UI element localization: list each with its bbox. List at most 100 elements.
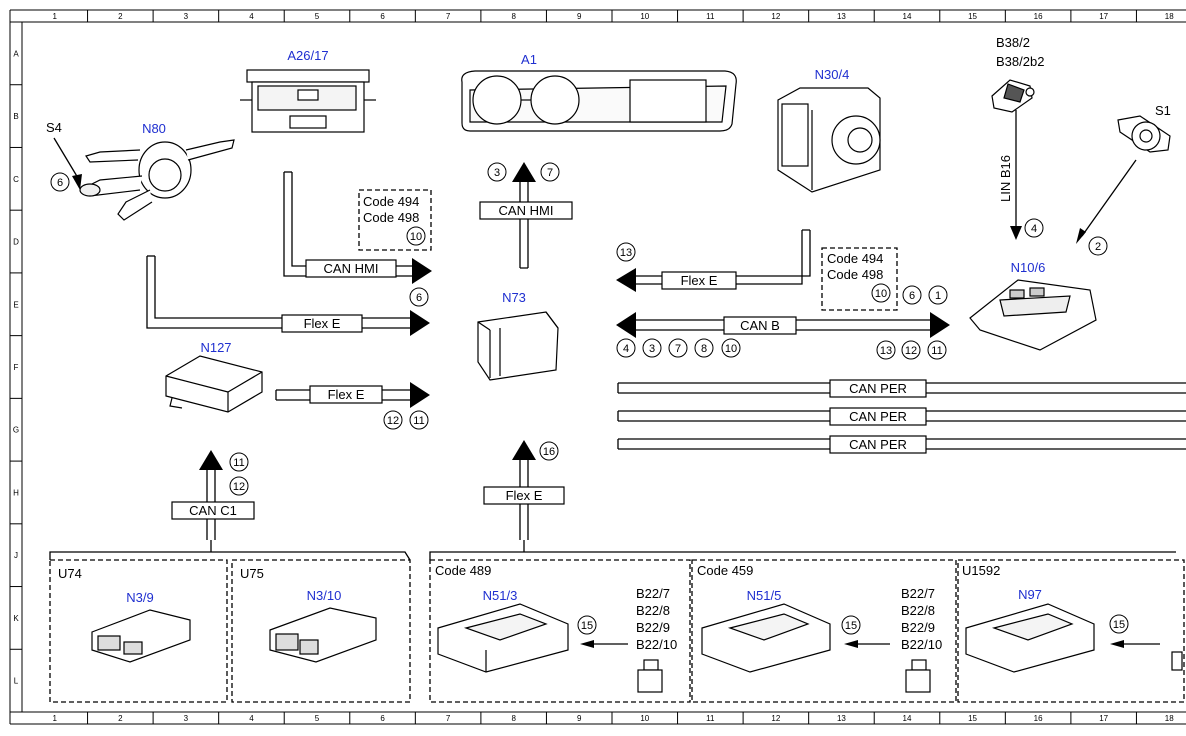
column-number: 4 [249,714,254,723]
column-number: 15 [968,12,977,21]
reference-bubble [876,340,896,360]
reference-bubble [927,340,947,360]
reference-bubble [487,162,507,182]
column-number: 18 [1165,714,1174,723]
row-letter: H [13,488,19,497]
black-labels: B38/2 B38/2b2 S1 S4 Code 494 Code 498 Co… [46,35,1171,652]
row-letter: G [13,426,19,435]
reference-bubble [383,410,403,430]
column-number: 12 [771,12,780,21]
row-letter: L [14,677,19,686]
reference-number: 3 [649,343,655,355]
reference-bubble [616,338,636,358]
b22-10-label-1: B22/10 [636,637,677,652]
column-number: 14 [903,12,912,21]
flex-e-label-1: Flex E [304,316,341,331]
reference-number: 12 [387,415,399,427]
column-number: 2 [118,12,123,21]
column-number: 17 [1099,12,1108,21]
u1592-label: U1592 [962,563,1000,578]
code-494-label-1: Code 494 [363,194,419,209]
bus-labels: CAN HMI Flex E Flex E CAN HMI Flex E CAN… [189,155,1013,518]
reference-bubble [668,338,688,358]
reference-bubble [229,452,249,472]
reference-number: 11 [931,345,942,357]
column-number: 5 [315,12,320,21]
reference-bubble [1024,218,1044,238]
reference-number: 13 [880,345,892,357]
column-number: 1 [53,12,58,21]
can-hmi-label-1: CAN HMI [324,261,379,276]
can-b-label: CAN B [740,318,780,333]
b22-7-label-2: B22/7 [901,586,935,601]
reference-bubble [409,287,429,307]
flex-e-label-2: Flex E [328,387,365,402]
reference-bubble [540,162,560,182]
reference-number: 8 [701,343,707,355]
component-labels: A26/17 A1 N30/4 N80 N73 N10/6 N127 N3/9 … [126,48,1045,605]
n30-4-label: N30/4 [815,67,850,82]
column-number: 16 [1034,12,1043,21]
bus-label-boxes [171,201,927,520]
n3-9-label: N3/9 [126,590,153,605]
u74-label: U74 [58,566,82,581]
s1-ignition-switch-drawing [1117,115,1171,153]
b22-sensor-drawing-1 [637,659,663,693]
n73-module-drawing [477,311,559,381]
column-number: 6 [380,12,385,21]
reference-number: 13 [620,247,632,259]
can-per-label-2: CAN PER [849,409,907,424]
reference-number: 6 [57,177,63,189]
reference-number: 16 [543,446,555,458]
row-letter: D [13,238,19,247]
row-letter: J [14,551,18,560]
s1-label: S1 [1155,103,1171,118]
n10-6-module-drawing [969,279,1097,351]
row-letter: E [13,300,18,309]
reference-bubble [642,338,662,358]
reference-bubble [841,615,861,635]
reference-number: 15 [1113,619,1125,631]
code-498-label-2: Code 498 [827,267,883,282]
n127-label: N127 [200,340,231,355]
reference-number: 6 [909,290,915,302]
reference-number: 12 [905,345,917,357]
code-498-label-1: Code 498 [363,210,419,225]
reference-bubble [871,283,891,303]
column-number: 3 [184,714,189,723]
column-number: 6 [380,714,385,723]
can-per-label-1: CAN PER [849,381,907,396]
reference-bubble [406,226,426,246]
b38-2b2-label: B38/2b2 [996,54,1044,69]
reference-number: 11 [233,457,244,469]
reference-number: 12 [233,481,245,493]
column-number: 11 [706,12,715,21]
column-number: 14 [903,714,912,723]
column-number: 16 [1034,714,1043,723]
reference-number: 7 [675,343,681,355]
column-number: 10 [640,12,649,21]
reference-number: 3 [494,167,500,179]
lin-b16-label: LIN B16 [998,155,1013,202]
n3-10-label: N3/10 [307,588,342,603]
reference-number: 10 [725,343,737,355]
column-number: 12 [771,714,780,723]
n3-10-engine-ecu-drawing [269,607,377,663]
b22-8-label-1: B22/8 [636,603,670,618]
column-number: 15 [968,714,977,723]
b22-sensor-drawing-2 [905,659,931,693]
can-per-label-3: CAN PER [849,437,907,452]
column-number: 7 [446,714,451,723]
reference-number: 15 [845,620,857,632]
n80-steering-module-drawing [79,139,235,221]
n30-4-module-drawing [777,87,881,193]
code-489-label: Code 489 [435,563,491,578]
u75-label: U75 [240,566,264,581]
column-number: 2 [118,714,123,723]
reference-bubble [721,338,741,358]
column-number: 17 [1099,714,1108,723]
n80-label: N80 [142,121,166,136]
